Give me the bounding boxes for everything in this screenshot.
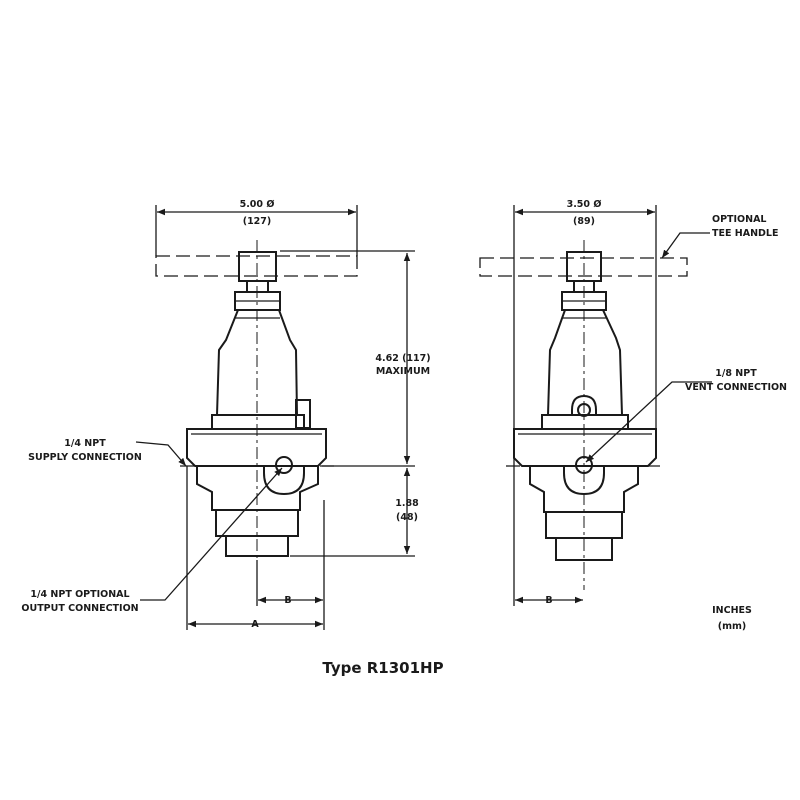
vent-label-2: VENT CONNECTION xyxy=(685,382,787,393)
output-label-1: 1/4 NPT OPTIONAL xyxy=(30,589,129,600)
side-bottom-cap xyxy=(555,537,613,561)
side-port-boss xyxy=(563,466,605,496)
height-dim-value: 4.62 (117) xyxy=(375,353,430,364)
units-label-1: INCHES xyxy=(712,605,752,616)
output-leader xyxy=(140,467,283,601)
side-vent-port xyxy=(577,403,591,417)
front-port-boss xyxy=(263,466,305,496)
front-output-port xyxy=(275,456,293,474)
a-label: A xyxy=(251,619,259,630)
side-handle-dim-value: 3.50 Ø xyxy=(567,199,602,210)
front-handle-dim-metric: (127) xyxy=(243,216,272,227)
port-height-dim-metric: (48) xyxy=(396,512,418,523)
side-handle-dim-metric: (89) xyxy=(573,216,595,227)
side-handle-outline xyxy=(479,257,688,277)
front-b-label: B xyxy=(284,595,291,606)
tee-handle-label-1: OPTIONAL xyxy=(712,214,767,225)
front-view xyxy=(135,205,415,630)
output-label-2: OUTPUT CONNECTION xyxy=(21,603,138,614)
front-handle-outline xyxy=(155,255,358,277)
side-bonnet xyxy=(546,309,624,416)
side-b-label: B xyxy=(545,595,552,606)
vent-label-1: 1/8 NPT xyxy=(715,368,757,379)
units-label-2: (mm) xyxy=(718,621,746,632)
supply-label-2: SUPPLY CONNECTION xyxy=(28,452,142,463)
port-height-dim-value: 1.88 xyxy=(395,498,419,509)
side-bonnet-base xyxy=(541,414,629,430)
drawing-title: Type R1301HP xyxy=(322,659,443,677)
front-bottom-cap xyxy=(225,535,289,557)
tee-handle-leader xyxy=(661,232,710,259)
front-knob xyxy=(238,251,277,282)
supply-leader xyxy=(135,441,187,467)
front-bonnet-base xyxy=(211,414,305,430)
supply-label-1: 1/4 NPT xyxy=(64,438,106,449)
side-supply-port xyxy=(575,456,593,474)
side-vent-boss xyxy=(571,394,597,415)
tee-handle-label-2: TEE HANDLE xyxy=(712,228,778,239)
height-dim-note: MAXIMUM xyxy=(376,366,430,377)
front-handle-dim-value: 5.00 Ø xyxy=(240,199,275,210)
vent-leader xyxy=(585,381,712,463)
side-view xyxy=(479,205,712,606)
side-knob xyxy=(566,251,602,282)
